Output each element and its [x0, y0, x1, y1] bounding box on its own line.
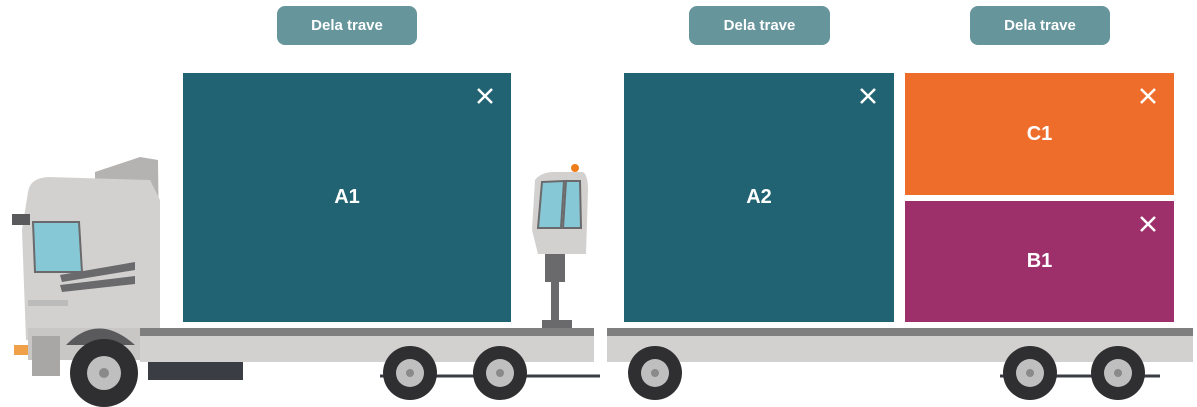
- truck-bed: [140, 336, 594, 362]
- close-icon[interactable]: [1138, 214, 1158, 234]
- block-label: B1: [1027, 250, 1053, 273]
- load-block-a1[interactable]: A1: [183, 73, 511, 322]
- split-bay-button-truck[interactable]: Dela trave: [277, 6, 417, 45]
- block-label: C1: [1027, 123, 1053, 146]
- load-block-a2[interactable]: A2: [624, 73, 894, 322]
- crane: [532, 164, 588, 328]
- load-block-c1[interactable]: C1: [905, 73, 1174, 195]
- wheel: [628, 346, 682, 400]
- load-block-b1[interactable]: B1: [905, 201, 1174, 322]
- close-icon[interactable]: [1138, 86, 1158, 106]
- block-label: A1: [334, 186, 360, 209]
- split-bay-button-trailer-front[interactable]: Dela trave: [689, 6, 830, 45]
- block-label: A2: [746, 186, 772, 209]
- close-icon[interactable]: [475, 86, 495, 106]
- close-icon[interactable]: [858, 86, 878, 106]
- wheel: [1003, 346, 1057, 400]
- trailer-bed-top: [607, 328, 1193, 336]
- wheel: [383, 346, 437, 400]
- truck-cab: [12, 157, 160, 376]
- split-bay-button-trailer-rear[interactable]: Dela trave: [970, 6, 1110, 45]
- wheel: [70, 339, 138, 407]
- truck-bed-top: [140, 328, 594, 336]
- wheel: [473, 346, 527, 400]
- wheel: [1091, 346, 1145, 400]
